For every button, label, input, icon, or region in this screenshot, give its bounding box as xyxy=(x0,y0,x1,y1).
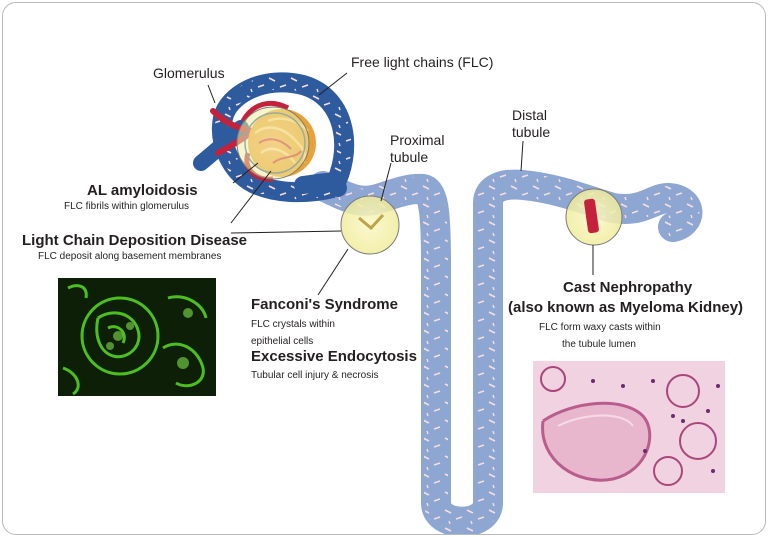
cast-nephropathy-title-2: (also known as Myeloma Kidney) xyxy=(508,299,744,316)
proximal-label-2: tubule xyxy=(390,149,429,165)
endocytosis-desc: Tubular cell injury & necrosis xyxy=(251,370,379,381)
fanconi-title: Fanconi's Syndrome xyxy=(251,296,398,313)
fanconi-desc-2: epithelial cells xyxy=(251,336,314,347)
distal-label-1: Distal xyxy=(512,107,548,123)
cast-nephropathy-title-1: Cast Nephropathy xyxy=(563,279,693,296)
nephron-illustration xyxy=(193,72,703,534)
glomerulus-label: Glomerulus xyxy=(153,65,225,81)
fanconi-desc-1: FLC crystals within xyxy=(251,319,335,330)
glomerulus-highlight xyxy=(236,106,310,180)
cast-nephropathy-desc-1: FLC form waxy casts within xyxy=(539,322,661,333)
distal-label-2: tubule xyxy=(512,124,551,140)
fluorescence-micrograph xyxy=(58,278,216,396)
proximal-highlight xyxy=(340,195,400,255)
flc-label: Free light chains (FLC) xyxy=(351,54,494,70)
al-amyloidosis-desc: FLC fibrils within glomerulus xyxy=(64,201,190,212)
al-amyloidosis-title: AL amyloidosis xyxy=(87,182,198,199)
histology-micrograph xyxy=(533,361,725,493)
cast-nephropathy-desc-2: the tubule lumen xyxy=(562,339,636,350)
lcdd-title: Light Chain Deposition Disease xyxy=(22,232,248,249)
waxy-cast xyxy=(584,198,599,234)
endocytosis-title: Excessive Endocytosis xyxy=(251,348,417,365)
afferent-arteriole xyxy=(193,120,249,171)
lcdd-desc: FLC deposit along basement membranes xyxy=(38,251,222,262)
proximal-label-1: Proximal xyxy=(390,132,445,148)
